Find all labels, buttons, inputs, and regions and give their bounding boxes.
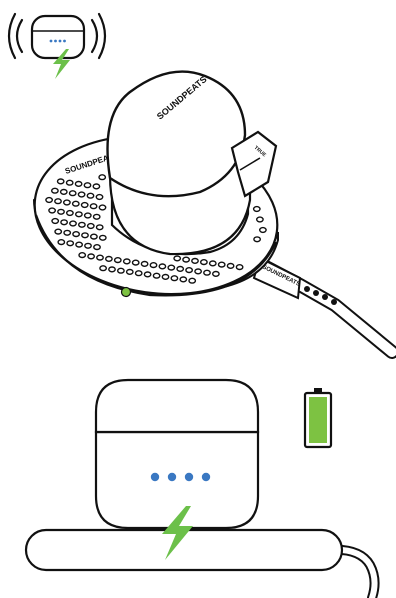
pad-hole <box>236 265 242 270</box>
pad-hole <box>73 201 79 206</box>
pad-hole <box>177 267 183 272</box>
pad-hole <box>183 257 189 262</box>
pad-hole <box>64 230 70 235</box>
pad-hole <box>85 213 91 218</box>
pad-hole <box>219 262 225 267</box>
pad-hole <box>87 193 93 198</box>
pad-hole <box>52 188 58 193</box>
pad-hole <box>97 225 103 230</box>
pad-hole <box>141 262 147 267</box>
pad-hole <box>90 204 96 209</box>
pad-hole <box>58 240 64 245</box>
pad-hole <box>76 212 82 217</box>
pad-indicator-led <box>122 288 131 297</box>
pad-hole <box>49 208 55 213</box>
pad-hole <box>162 275 168 280</box>
pad-hole <box>257 217 263 222</box>
side-case-lid <box>96 380 258 432</box>
pad-hole <box>94 245 100 250</box>
pad-hole <box>210 261 216 266</box>
pad-hole <box>254 207 260 212</box>
pad-hole <box>195 269 201 274</box>
pad-hole <box>61 220 67 225</box>
pad-hole <box>144 272 150 277</box>
pad-hole <box>254 237 260 242</box>
pad-hole <box>150 263 156 268</box>
pad-hole <box>189 278 195 283</box>
pad-hole <box>186 268 192 273</box>
pad-hole <box>79 222 85 227</box>
pad-hole <box>67 180 73 185</box>
pad-hole <box>67 241 73 246</box>
pad-hole <box>171 276 177 281</box>
pad-hole <box>109 267 115 272</box>
pad-hole <box>159 264 165 269</box>
pad-hole <box>118 268 124 273</box>
side-case-body <box>96 432 258 528</box>
pad-hole <box>82 233 88 238</box>
pad-hole <box>88 254 94 259</box>
pad-hole <box>99 175 105 180</box>
pad-hole <box>75 182 81 187</box>
pad-hole <box>70 221 76 226</box>
pad-hole <box>99 205 105 210</box>
pad-hole <box>100 235 106 240</box>
pad-hole <box>133 260 139 265</box>
pad-hole <box>55 199 61 204</box>
pad-hole <box>180 277 186 282</box>
pad-hole <box>88 224 94 229</box>
pad-hole <box>79 253 85 258</box>
pad-hole <box>127 270 133 275</box>
pad-hole <box>46 198 52 203</box>
pad-hole <box>124 259 130 264</box>
pad-hole <box>84 183 90 188</box>
pad-hole <box>93 184 99 189</box>
pad-hole <box>136 271 142 276</box>
pad-hole <box>204 270 210 275</box>
charging-side-view <box>26 380 375 598</box>
pad-hole <box>213 272 219 277</box>
pad-hole <box>73 232 79 237</box>
pad-hole <box>174 256 180 261</box>
pad-hole <box>64 200 70 205</box>
pad-hole <box>52 219 58 224</box>
charging-pad-scene: SOUNDPEATS SOUNDPEATS SOUNDPEATS TRUE <box>24 72 392 352</box>
pad-hole <box>168 265 174 270</box>
battery-fill <box>309 397 327 443</box>
pad-hole <box>85 243 91 248</box>
cable-connector: SOUNDPEATS <box>254 258 337 305</box>
pad-hole <box>76 242 82 247</box>
pad-hole <box>58 179 64 184</box>
pad-hole <box>78 192 84 197</box>
pad-hole <box>61 190 67 195</box>
pad-hole <box>55 229 61 234</box>
pad-hole <box>100 266 106 271</box>
pad-hole <box>70 191 76 196</box>
pad-hole <box>192 259 198 264</box>
pad-hole <box>97 255 103 260</box>
pad-hole <box>91 234 97 239</box>
pad-hole <box>96 195 102 200</box>
pad-hole <box>260 228 266 233</box>
pad-hole <box>58 209 64 214</box>
pad-hole <box>153 273 159 278</box>
pad-hole <box>227 264 233 269</box>
battery-full-icon <box>305 388 331 447</box>
wireless-charging-icon <box>9 14 105 79</box>
pad-hole <box>201 260 207 265</box>
pad-hole <box>106 257 112 262</box>
pad-hole <box>67 211 73 216</box>
pad-hole <box>82 203 88 208</box>
pad-hole <box>115 258 121 263</box>
pad-hole <box>94 214 100 219</box>
case-lid <box>108 72 246 197</box>
